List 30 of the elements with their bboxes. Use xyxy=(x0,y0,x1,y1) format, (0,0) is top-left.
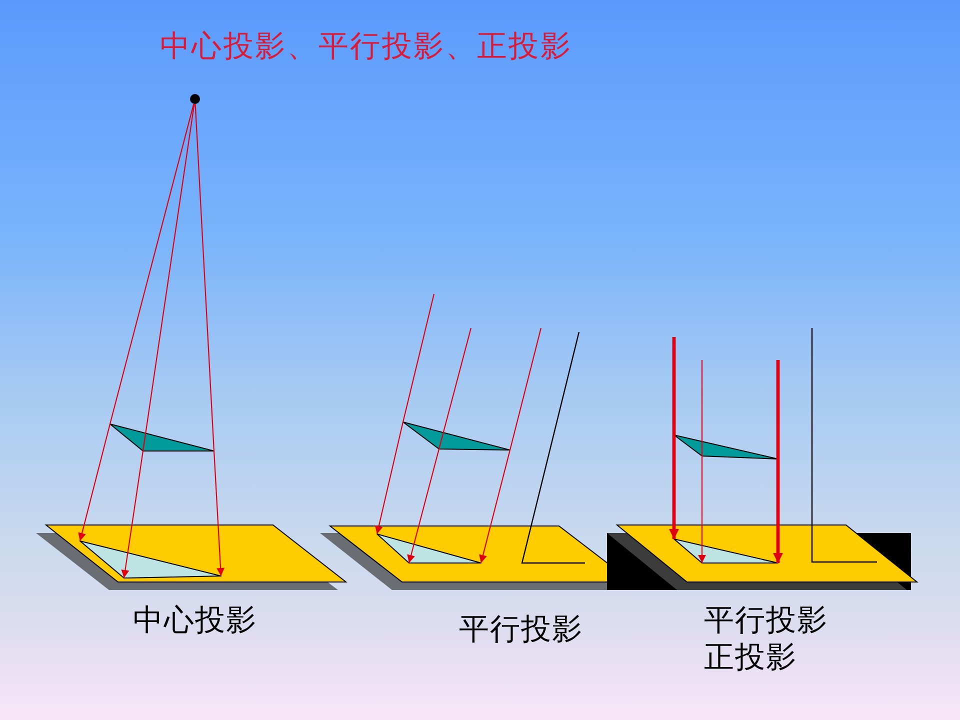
projection-ray xyxy=(669,435,679,539)
projected-triangle xyxy=(674,539,778,563)
projected-triangle xyxy=(80,541,221,578)
projection-ray xyxy=(698,456,706,563)
projection-ray xyxy=(701,360,703,456)
projection-ray xyxy=(194,104,215,452)
projection-center-dot xyxy=(190,94,200,104)
projection-ray xyxy=(672,337,676,435)
projection-ray xyxy=(509,328,542,450)
projection-ray xyxy=(142,104,195,452)
projection-type-label: 平行投影 xyxy=(704,603,828,639)
projection-ray xyxy=(776,360,780,459)
projection-ray xyxy=(78,424,111,542)
projection-ray xyxy=(773,459,783,563)
object-triangle xyxy=(403,422,510,450)
diagram-title: 中心投影、平行投影、正投影 xyxy=(160,29,572,65)
projection-ray xyxy=(402,294,435,422)
projection-ray xyxy=(374,422,404,534)
projection-type-label: 中心投影 xyxy=(133,603,257,639)
projection-ray xyxy=(407,448,440,564)
projection-ray xyxy=(121,450,144,578)
projection-ray xyxy=(109,104,194,424)
projection-ray xyxy=(479,450,511,564)
projected-triangle xyxy=(377,534,481,563)
object-triangle xyxy=(110,424,214,451)
projection-ray xyxy=(438,328,472,450)
projection-ray xyxy=(213,450,225,576)
object-triangle xyxy=(674,435,778,459)
projection-type-label: 平行投影 xyxy=(459,612,583,648)
projection-type-label: 正投影 xyxy=(704,640,797,676)
